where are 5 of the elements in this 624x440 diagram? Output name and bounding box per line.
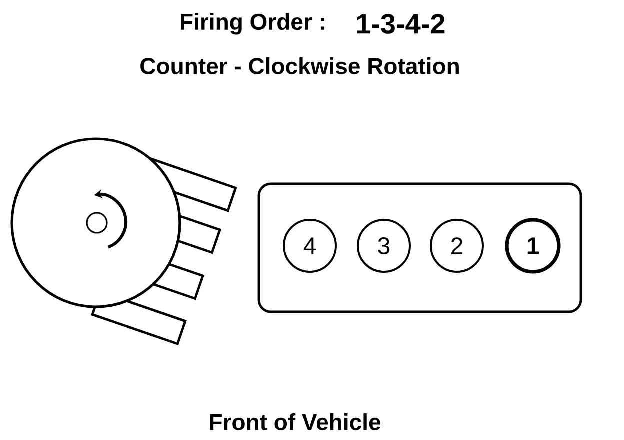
title: Firing Order :: [181, 13, 324, 35]
firing-order: 1-3-4-2: [357, 14, 445, 34]
engine-block: [258, 182, 582, 314]
direction-label: Front of Vehicle: [210, 414, 380, 430]
subtitle: Counter - Clockwise Rotation: [140, 58, 459, 74]
